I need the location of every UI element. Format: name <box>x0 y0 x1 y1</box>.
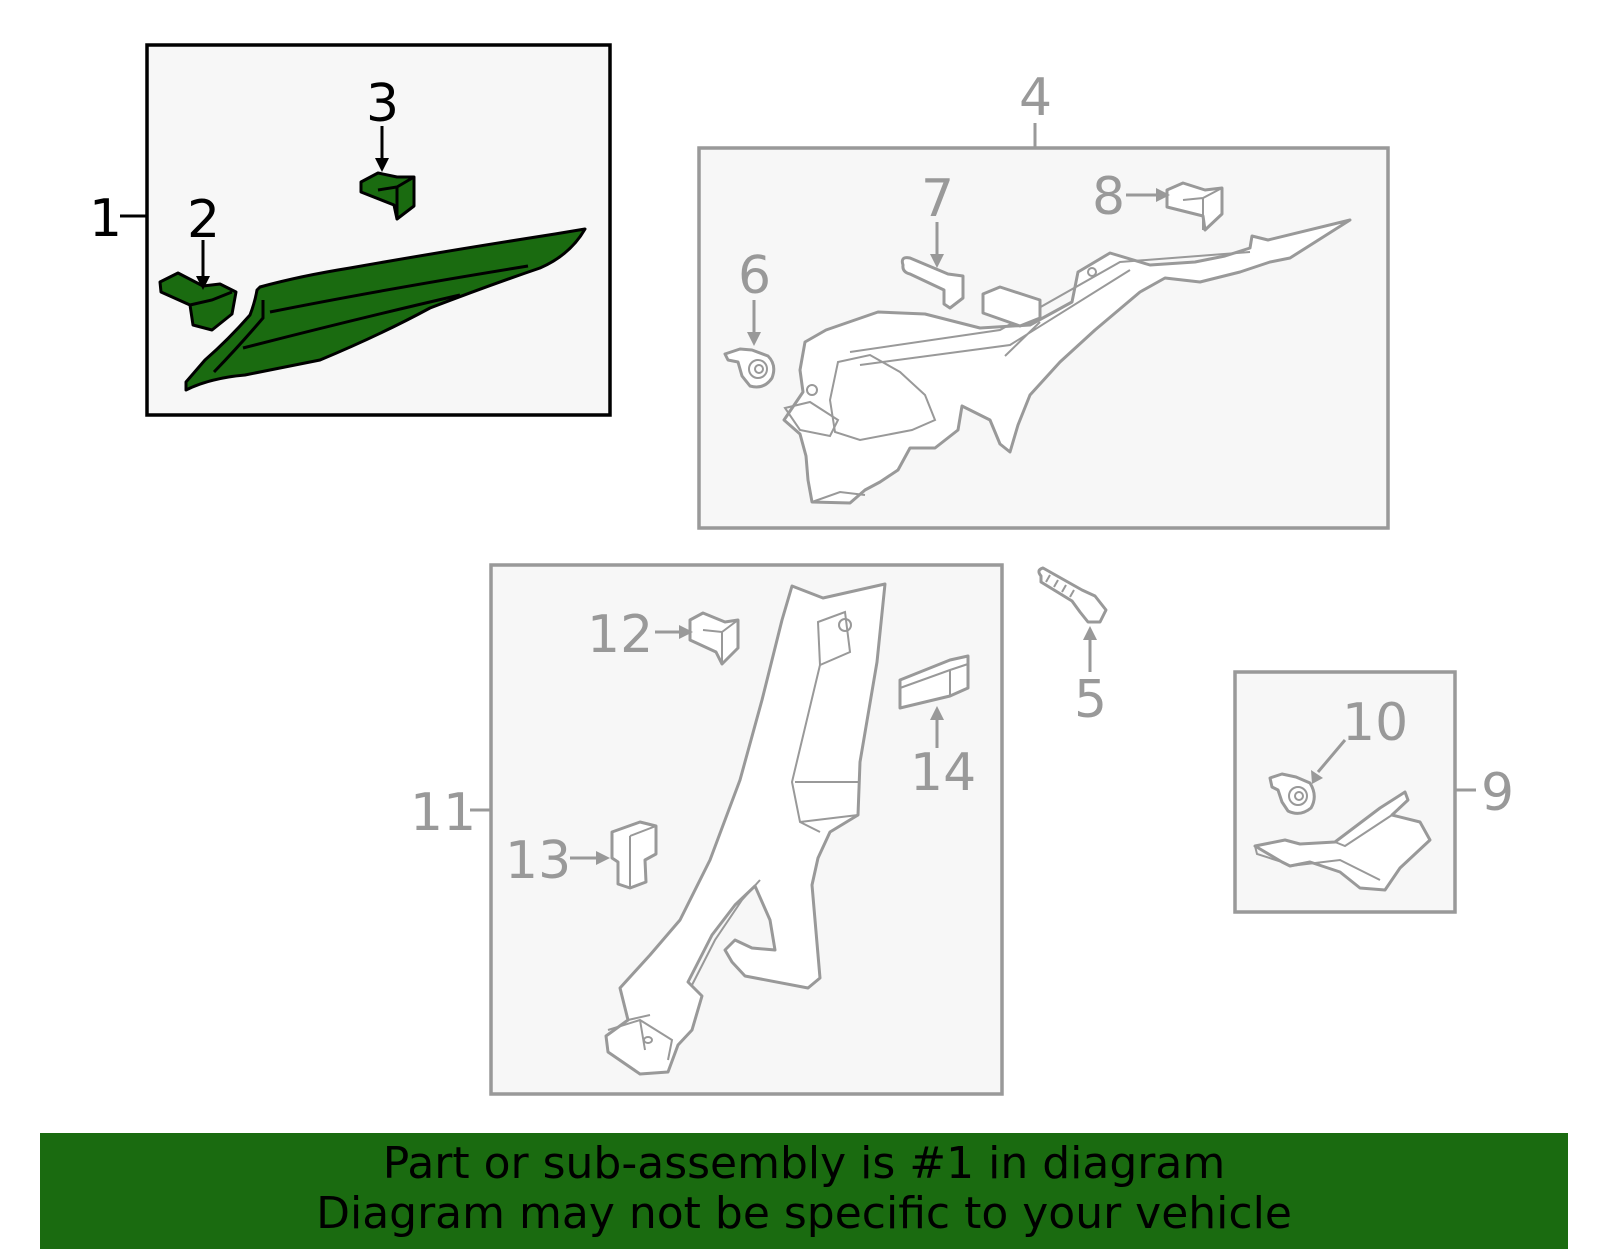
info-banner: Part or sub-assembly is #1 in diagram Di… <box>40 1133 1568 1249</box>
clip-2-edge <box>189 290 233 307</box>
callout-8: 8 <box>1092 167 1125 227</box>
trim-panel-4-hole-2 <box>1087 267 1097 277</box>
trim-panel-4-tab <box>783 400 866 503</box>
callout-14: 14 <box>910 743 976 803</box>
bracket-9-tab <box>1254 845 1283 863</box>
pillar-trim-11-hole <box>838 618 852 632</box>
arrowhead-2 <box>196 276 210 290</box>
trim-panel-4-ridge-2 <box>859 269 1131 366</box>
bracket-9[interactable] <box>1253 790 1432 892</box>
trim-panel-4[interactable] <box>782 218 1352 505</box>
banner-line-2: Diagram may not be specific to your vehi… <box>316 1188 1292 1239</box>
push-nut-6-ring <box>748 359 768 379</box>
pillar-trim-11-base <box>607 1014 674 1061</box>
assembly-4-group: 4 7 8 6 <box>697 68 1390 530</box>
callout-12: 12 <box>587 605 653 665</box>
clip-12-edge <box>702 619 739 664</box>
arrowhead-10 <box>1311 770 1323 784</box>
trim-panel-4-block[interactable] <box>981 285 1042 328</box>
callout-6: 6 <box>738 246 771 306</box>
trim-panel-1-crease-2 <box>269 264 529 314</box>
callout-13: 13 <box>505 831 571 891</box>
callout-7: 7 <box>921 169 954 229</box>
retainer-13-edge <box>629 825 657 888</box>
push-nut-10-ring-2 <box>1294 791 1304 801</box>
pillar-trim-11-rib-2 <box>790 664 859 833</box>
pad-14-edge <box>899 663 969 696</box>
banner-line-1: Part or sub-assembly is #1 in diagram <box>382 1138 1226 1189</box>
arrowhead-14 <box>930 706 944 720</box>
push-nut-10-ring <box>1288 786 1308 806</box>
arrowhead-8 <box>1156 188 1170 202</box>
assembly-11-group: 11 12 13 14 <box>410 563 1004 1096</box>
arrowhead-3 <box>375 158 389 172</box>
arrowhead-6 <box>747 332 761 346</box>
arrowhead-5 <box>1083 626 1097 640</box>
push-nut-6-ring-2 <box>754 364 764 374</box>
trim-panel-1-crease <box>212 300 265 374</box>
bolt-5-group: 5 <box>1037 566 1108 730</box>
clip-8-edge <box>1182 187 1223 230</box>
leader-10 <box>1316 739 1347 773</box>
clip-3-edge <box>377 175 415 219</box>
pillar-trim-11-window <box>691 879 761 986</box>
callout-2: 2 <box>187 190 220 250</box>
arrowhead-7 <box>930 254 944 268</box>
retainer-13[interactable] <box>610 820 658 890</box>
arrowhead-13 <box>596 851 610 865</box>
callout-9: 9 <box>1481 763 1514 823</box>
callout-1: 1 <box>89 189 122 249</box>
trim-panel-4-hole <box>806 384 818 396</box>
callout-10: 10 <box>1342 693 1408 753</box>
bracket-9-fold <box>1289 814 1393 881</box>
callout-5: 5 <box>1074 670 1107 730</box>
arrowhead-12 <box>679 625 693 639</box>
trim-panel-1-crease-3 <box>242 293 461 350</box>
bolt-7[interactable] <box>900 256 965 310</box>
clip-12[interactable] <box>688 611 740 666</box>
pillar-trim-11-hole-2 <box>643 1036 653 1044</box>
assembly-1-group: 1 2 3 <box>89 43 612 417</box>
trim-panel-1[interactable] <box>184 227 587 392</box>
bolt-5-thread <box>1045 574 1075 598</box>
pillar-trim-11-rib <box>816 610 852 667</box>
callout-4: 4 <box>1019 68 1052 128</box>
assembly-9-group: 9 10 <box>1233 670 1514 914</box>
callout-3: 3 <box>366 74 399 134</box>
callout-11: 11 <box>410 783 476 843</box>
trim-panel-4-ridge <box>849 251 1251 353</box>
bolt-5[interactable] <box>1037 566 1108 624</box>
clip-2[interactable] <box>158 271 238 332</box>
